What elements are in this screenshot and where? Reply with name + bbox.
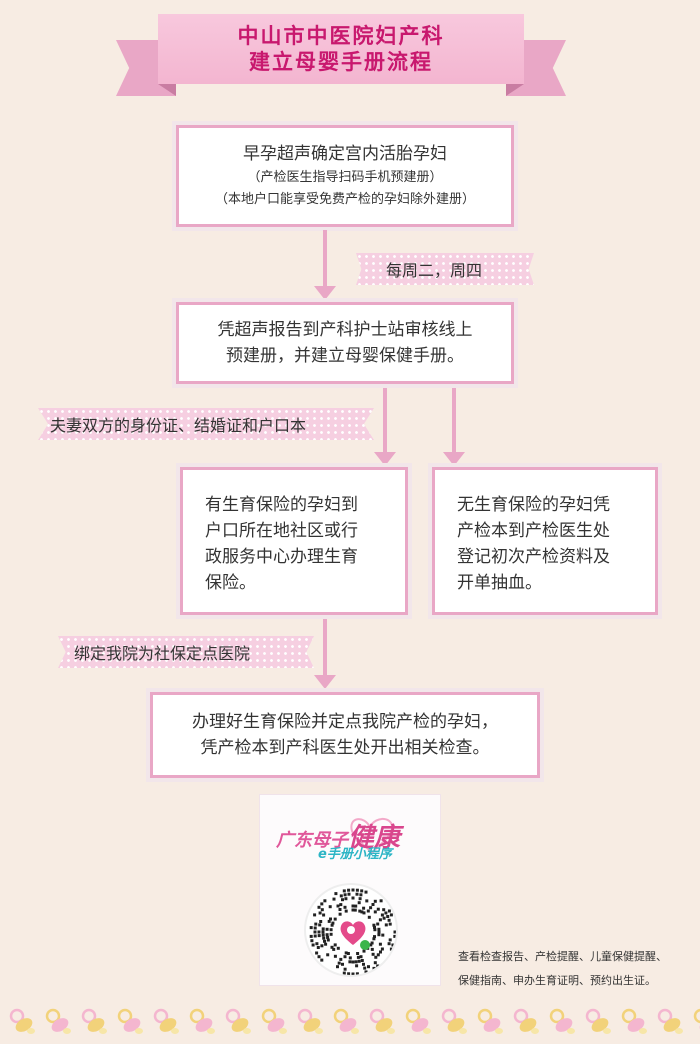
step-2-line-2: 预建册，并建立母婴保健手册。: [226, 346, 464, 366]
arrow-3-line: [323, 619, 327, 675]
brand-title-part2: 健康: [348, 823, 401, 853]
mini-program-card[interactable]: 广东母子健康 e手册小程序: [259, 794, 441, 986]
brand-title: 广东母子健康: [276, 817, 400, 854]
features-line-1: 查看检查报告、产检提醒、儿童保健提醒、: [458, 950, 667, 963]
pacifier-icon: [297, 1008, 323, 1034]
pacifier-icon: [117, 1008, 143, 1034]
step-3b-line-4: 开单抽血。: [457, 573, 542, 593]
arrow-2b-head: [443, 452, 465, 466]
tape-bind-hospital: 绑定我院为社保定点医院: [58, 636, 314, 668]
pacifier-icon: [585, 1008, 611, 1034]
title-ribbon: 中山市中医院妇产科 建立母婴手册流程: [116, 14, 566, 96]
qr-code-icon[interactable]: [304, 883, 398, 977]
pacifier-icon: [405, 1008, 431, 1034]
page-subtitle: 建立母婴手册流程: [249, 50, 433, 74]
documents-label: 夫妻双方的身份证、结婚证和户口本: [50, 416, 307, 435]
step-3b-line-2: 产检本到产检医生处: [457, 521, 610, 541]
arrow-2a-head: [374, 452, 396, 466]
step-3a-line-3: 政服务中心办理生育: [205, 547, 358, 567]
pacifier-icon: [153, 1008, 179, 1034]
step-4-line-1: 办理好生育保险并定点我院产检的孕妇，: [192, 712, 498, 732]
pacifier-border: [9, 1008, 700, 1034]
step-4-box: 办理好生育保险并定点我院产检的孕妇， 凭产检本到产科医生处开出相关检查。: [146, 688, 544, 782]
arrow-1-head: [314, 286, 336, 300]
arrow-2b-line: [452, 388, 456, 452]
pacifier-icon: [477, 1008, 503, 1034]
pacifier-icon: [225, 1008, 251, 1034]
step-3a-line-2: 户口所在地社区或行: [205, 521, 358, 541]
pacifier-icon: [261, 1008, 287, 1034]
tape-schedule: 每周二，周四: [356, 253, 534, 285]
step-1-note-1: （产检医生指导扫码手机预建册）: [247, 170, 443, 185]
step-4-line-2: 凭产检本到产科医生处开出相关检查。: [200, 738, 490, 758]
brand-logo: 广东母子健康 e手册小程序: [272, 807, 432, 865]
arrow-1-line: [323, 230, 327, 286]
tape-documents: 夫妻双方的身份证、结婚证和户口本: [38, 408, 374, 440]
baby-heart-logo-icon: [340, 921, 370, 950]
brand-subtitle: e手册小程序: [318, 847, 392, 862]
pacifier-icon: [441, 1008, 467, 1034]
pacifier-icon: [369, 1008, 395, 1034]
pacifier-icon: [513, 1008, 539, 1034]
step-1-main: 早孕超声确定宫内活胎孕妇: [243, 144, 447, 164]
step-1-box: 早孕超声确定宫内活胎孕妇 （产检医生指导扫码手机预建册） （本地户口能享受免费产…: [172, 121, 518, 231]
pacifier-icon: [333, 1008, 359, 1034]
step-2-box: 凭超声报告到产科护士站审核线上 预建册，并建立母婴保健手册。: [172, 298, 518, 388]
wechat-badge-icon: [360, 940, 370, 950]
page-title: 中山市中医院妇产科: [237, 24, 445, 48]
step-1-note-2: （本地户口能享受免费产检的孕妇除外建册）: [214, 192, 475, 207]
ribbon-center: 中山市中医院妇产科 建立母婴手册流程: [158, 14, 524, 84]
step-3b-line-3: 登记初次产检资料及: [457, 547, 610, 567]
pacifier-icon: [81, 1008, 107, 1034]
pacifier-icon: [621, 1008, 647, 1034]
step-3a-line-4: 保险。: [205, 573, 256, 593]
schedule-label: 每周二，周四: [386, 261, 483, 280]
pacifier-icon: [9, 1008, 35, 1034]
bind-hospital-label: 绑定我院为社保定点医院: [74, 644, 251, 663]
arrow-3-head: [314, 675, 336, 689]
arrow-2a-line: [383, 388, 387, 452]
pacifier-icon: [693, 1008, 700, 1032]
pacifier-icon: [189, 1008, 215, 1034]
pacifier-icon: [549, 1008, 575, 1034]
step-3a-box: 有生育保险的孕妇到 户口所在地社区或行 政服务中心办理生育 保险。: [176, 463, 412, 619]
step-3b-box: 无生育保险的孕妇凭 产检本到产检医生处 登记初次产检资料及 开单抽血。: [428, 463, 662, 619]
brand-title-part1: 广东母子: [276, 830, 348, 851]
step-3a-line-1: 有生育保险的孕妇到: [205, 495, 358, 515]
step-3b-line-1: 无生育保险的孕妇凭: [457, 495, 610, 515]
pacifier-icon: [657, 1008, 683, 1034]
features-line-2: 保健指南、申办生育证明、预约出生证。: [458, 974, 656, 987]
pacifier-icon: [45, 1008, 71, 1034]
step-2-line-1: 凭超声报告到产科护士站审核线上: [217, 320, 473, 340]
heart-logo-icon: [350, 818, 394, 855]
